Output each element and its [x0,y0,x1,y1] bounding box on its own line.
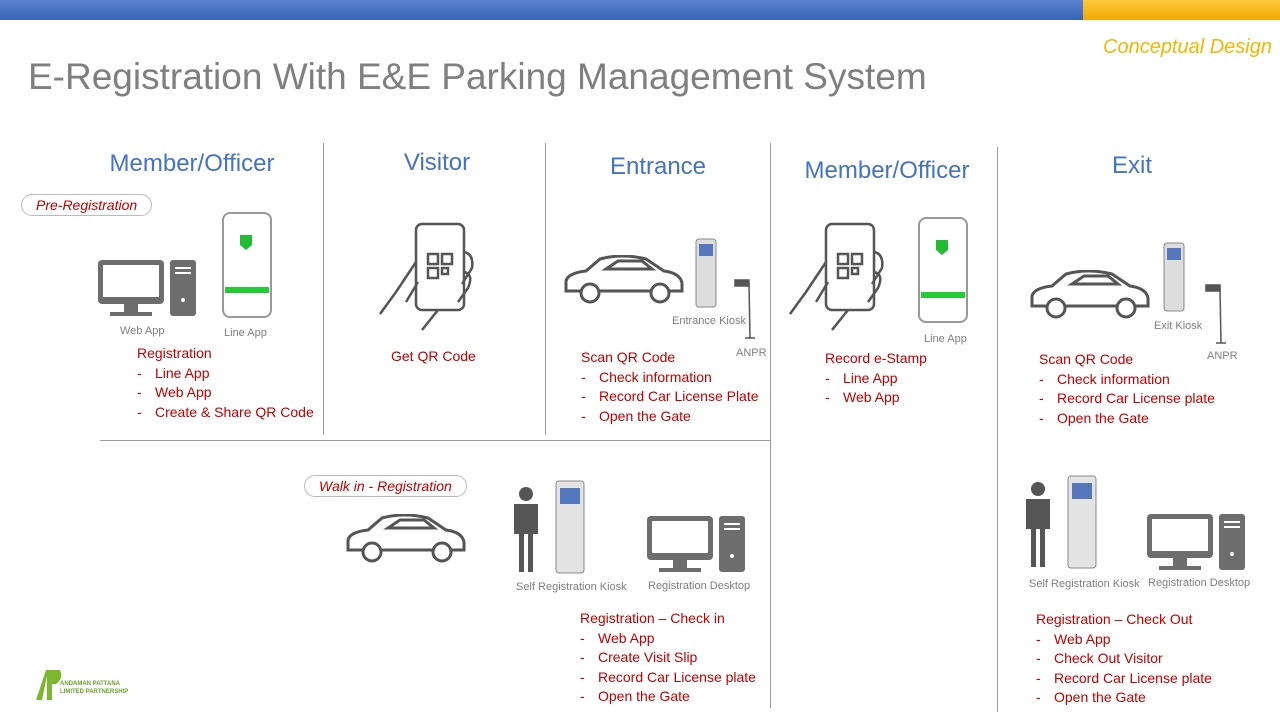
exit-list: Scan QR Code Check informationRecord Car… [1039,350,1215,428]
exit-kiosk-label: Exit Kiosk [1154,320,1203,332]
list-item: Web App [580,629,756,649]
list-item: Record Car License plate [580,668,756,688]
self-registration-kiosk-label: Self Registration Kiosk [1029,578,1140,590]
hand-qr-phone-icon [788,222,884,331]
logo-mark-icon [36,670,62,700]
hand-qr-phone-icon [378,222,474,331]
heading-entrance: Entrance [609,153,707,180]
list-title: Scan QR Code [1039,351,1134,367]
list-item: Open the Gate [1039,409,1215,429]
desktop-icon [98,260,196,316]
estamp-list: Record e-Stamp Line AppWeb App [825,349,927,408]
walk-in-pill: Walk in - Registration [304,475,467,497]
get-qr-code-text: Get QR Code [391,348,476,364]
logo-text: ANDAMAN PATTANA LIMITED PARTNERSHIP [60,681,129,695]
list-item: Check Out Visitor [1036,649,1212,669]
list-title: Registration – Check in [580,610,725,626]
heading-exit: Exit [1111,152,1153,179]
car-icon [346,514,466,563]
line-app-phone-icon [222,212,272,318]
desktop-icon [647,516,745,572]
entrance-kiosk-label: Entrance Kiosk [672,315,746,327]
line-app-label: Line App [224,327,267,339]
entrance-kiosk-icon [695,238,717,308]
registration-desktop-label: Registration Desktop [648,580,751,592]
list-item: Create & Share QR Code [137,403,314,423]
list-item: Record Car License plate [1039,389,1215,409]
company-logo: ANDAMAN PATTANA LIMITED PARTNERSHIP [34,668,134,704]
line-app-phone-icon [918,217,968,323]
list-item: Line App [825,369,927,389]
list-item: Open the Gate [580,687,756,707]
list-item: Web App [825,388,927,408]
anpr-camera-icon [1205,284,1226,344]
list-item: Record Car License plate [1036,669,1212,689]
list-item: Web App [137,383,314,403]
web-app-label: Web App [120,325,165,337]
entrance-list: Scan QR Code Check informationRecord Car… [581,348,759,426]
list-title: Registration [137,345,212,361]
pre-registration-pill: Pre-Registration [21,194,153,216]
anpr-label: ANPR [736,347,767,359]
divider [770,143,771,708]
registration-desktop-label: Registration Desktop [1148,577,1251,589]
heading-visitor: Visitor [403,149,471,176]
desktop-icon [1147,514,1245,570]
concept-tag: Conceptual Design [1103,36,1272,58]
list-title: Scan QR Code [581,349,676,365]
self-registration-kiosk-label: Self Registration Kiosk [516,581,627,593]
page-title: E-Registration With E&E Parking Manageme… [28,56,927,97]
list-title: Record e-Stamp [825,350,927,366]
list-item: Record Car License Plate [581,387,759,407]
divider [100,440,770,441]
divider [997,147,998,712]
list-item: Line App [137,364,314,384]
top-bar-blue [0,0,1083,20]
list-item: Create Visit Slip [580,648,756,668]
anpr-camera-icon [734,279,755,339]
car-icon [564,255,684,304]
list-item: Check information [1039,370,1215,390]
list-item: Check information [581,368,759,388]
exit-kiosk-icon [1163,242,1185,312]
list-item: Open the Gate [1036,688,1212,708]
anpr-label: ANPR [1207,350,1238,362]
self-registration-kiosk-icon [514,480,585,574]
heading-member-officer-2: Member/Officer [804,157,970,184]
registration-list: Registration Line AppWeb AppCreate & Sha… [137,344,314,422]
self-registration-kiosk-icon [1026,475,1097,569]
heading-member-officer: Member/Officer [109,150,275,177]
check-in-list: Registration – Check in Web AppCreate Vi… [580,609,756,707]
divider [545,143,546,435]
list-title: Registration – Check Out [1036,611,1193,627]
check-out-list: Registration – Check Out Web AppCheck Ou… [1036,610,1212,708]
list-item: Web App [1036,630,1212,650]
list-item: Open the Gate [581,407,759,427]
line-app-label: Line App [924,333,967,345]
divider [323,143,324,435]
car-icon [1030,270,1150,319]
top-bar-gold [1083,0,1280,20]
